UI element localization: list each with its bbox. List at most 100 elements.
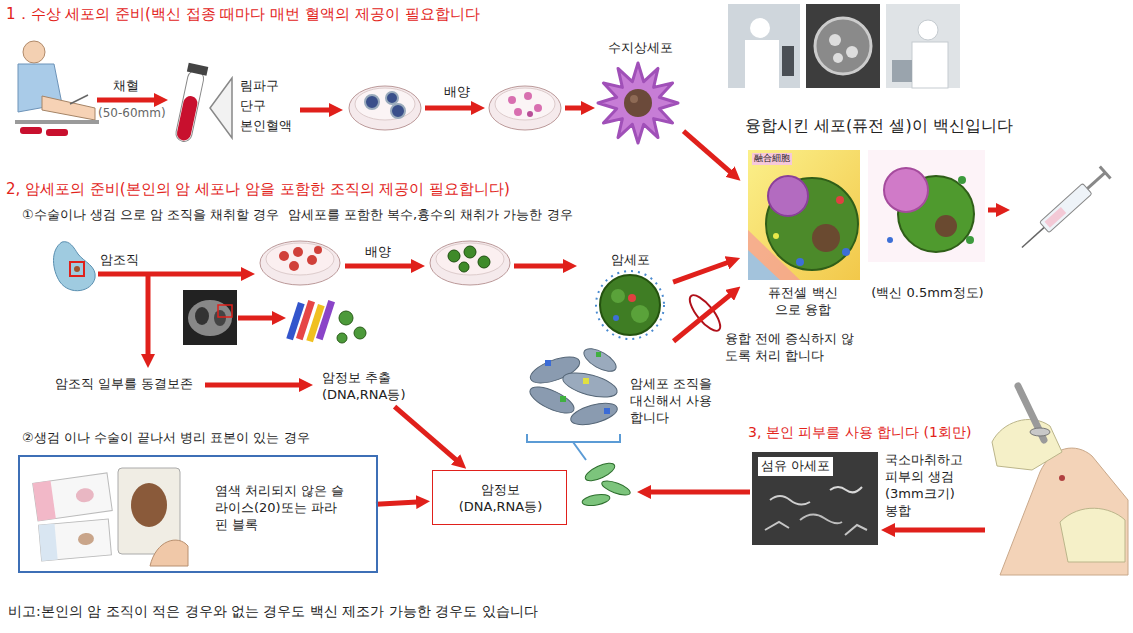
- culture-dish: [489, 86, 561, 130]
- lab-photo: [806, 4, 880, 88]
- lab-photo: [815, 18, 871, 74]
- culture-dish: [293, 247, 303, 257]
- pathology-slides: [77, 532, 94, 545]
- dna-illustration: [354, 327, 366, 339]
- syringe: [1040, 183, 1092, 232]
- node-text: 암정보 추출 (DNA,RNA등): [322, 370, 422, 404]
- fusion-cell-image: [958, 176, 966, 184]
- dendritic-cell: [624, 89, 652, 117]
- culture-dish: [365, 95, 379, 109]
- blood-draw-figure: [42, 96, 95, 120]
- lab-photo: [782, 46, 794, 76]
- fibroblast-photo: [800, 514, 842, 523]
- node-text: 염색 처리되지 않은 슬라이스(20)또는 파라핀 블록: [215, 483, 345, 534]
- cancer-cell: [600, 275, 660, 335]
- culture-dish: [391, 104, 405, 118]
- fusion-cell-image: [796, 258, 804, 266]
- node-text: 암세포 조직을 대신해서 사용 합니다: [630, 376, 720, 427]
- culture-dish: [527, 111, 533, 117]
- culture-dish: [349, 86, 421, 130]
- ct-scan: [214, 310, 226, 326]
- lab-photo: [728, 4, 800, 88]
- flow-arrow: [988, 208, 1002, 213]
- fibroblast-photo: [845, 525, 867, 535]
- blood-draw-figure: [15, 120, 99, 124]
- culture-dish: [260, 241, 340, 285]
- fusion-cell-image: [966, 236, 974, 244]
- node-text: 섬유 아세포: [758, 457, 833, 476]
- fibroblast-cells: [581, 460, 631, 508]
- step-label: 배양: [365, 244, 391, 261]
- culture-dish: [495, 88, 555, 120]
- pathology-slides: [39, 519, 112, 561]
- lab-photo: [886, 4, 960, 88]
- flow-arrow: [683, 131, 734, 176]
- culture-dish: [289, 261, 299, 271]
- flow-arrow: [514, 264, 569, 269]
- ct-scan: [218, 305, 232, 317]
- component-label: 단구: [240, 98, 266, 115]
- cell-cluster: [568, 399, 619, 429]
- fibroblast-cells: [581, 493, 610, 508]
- blood-draw-figure: [20, 127, 42, 134]
- culture-dish: [478, 256, 490, 268]
- syringe: [1087, 173, 1105, 189]
- section-heading: 1．수상 세포의 준비(백신 접종 때마다 매번 혈액의 제공이 필요합니다: [6, 5, 480, 25]
- culture-dish: [355, 88, 415, 120]
- skin-biopsy-figure: [1030, 428, 1050, 436]
- cell-cluster: [526, 382, 577, 419]
- fibroblast-photo: [765, 522, 789, 530]
- cancer-cell: [631, 305, 649, 323]
- process-note: 국소마취하고 피부의 생검 (3mm크기) 봉합: [885, 452, 971, 520]
- dna-illustration: [339, 311, 353, 325]
- flow-arrow: [98, 272, 247, 277]
- blood-tube: [173, 63, 209, 143]
- bracket: [527, 434, 620, 460]
- lab-photo: [745, 40, 779, 88]
- cancer-cell: [596, 271, 664, 339]
- cell-cluster: [560, 368, 619, 402]
- culture-dish: [436, 243, 504, 275]
- flow-arrow: [889, 528, 985, 533]
- fusion-cell-image: [935, 215, 957, 237]
- fibroblast-photo: [830, 487, 862, 492]
- culture-dish: [534, 104, 542, 112]
- node-text: 암정보 (DNA,RNA등): [451, 482, 551, 516]
- cancer-cell: [628, 294, 636, 302]
- fibroblast-cells: [583, 460, 617, 484]
- sample-box: 염색 처리되지 않은 슬라이스(20)또는 파라핀 블록: [18, 455, 378, 573]
- cancer-cell: [611, 289, 625, 303]
- lab-photo: [918, 20, 938, 40]
- fusion-cell-image: [748, 150, 860, 280]
- flow-arrow: [645, 490, 750, 495]
- fibroblast-photo: [770, 496, 810, 505]
- pathology-slides: [33, 468, 188, 566]
- cell-cluster: [604, 408, 610, 414]
- skin-biopsy-figure: [1059, 475, 1065, 481]
- stomach-organ: [70, 262, 84, 276]
- fibroblast-photo: [752, 452, 878, 545]
- culture-dish: [279, 251, 289, 261]
- fusion-cell-image: [773, 233, 779, 239]
- fusion-cell-image: [748, 150, 860, 280]
- culture-dish: [430, 241, 510, 285]
- ct-scan: [183, 290, 237, 345]
- blood-draw-figure: [46, 129, 68, 136]
- step-label: 채혈: [113, 78, 139, 95]
- culture-dish: [489, 86, 561, 130]
- syringe: [1017, 167, 1111, 254]
- step-label: 암조직 일부를 동결보존: [55, 376, 193, 393]
- flow-arrow: [425, 106, 477, 111]
- culture-dish: [524, 92, 532, 100]
- blood-tube: [187, 63, 208, 76]
- flow-arrow: [238, 316, 278, 321]
- bracket: [210, 78, 232, 138]
- flow-arrow: [205, 383, 305, 388]
- amount-note: (50-60mm): [98, 106, 166, 122]
- fusion-cell-image: [868, 150, 985, 262]
- fusion-cell-image: [884, 168, 928, 212]
- flow-arrow: [345, 264, 417, 269]
- node-text: 암세포: [585, 252, 675, 269]
